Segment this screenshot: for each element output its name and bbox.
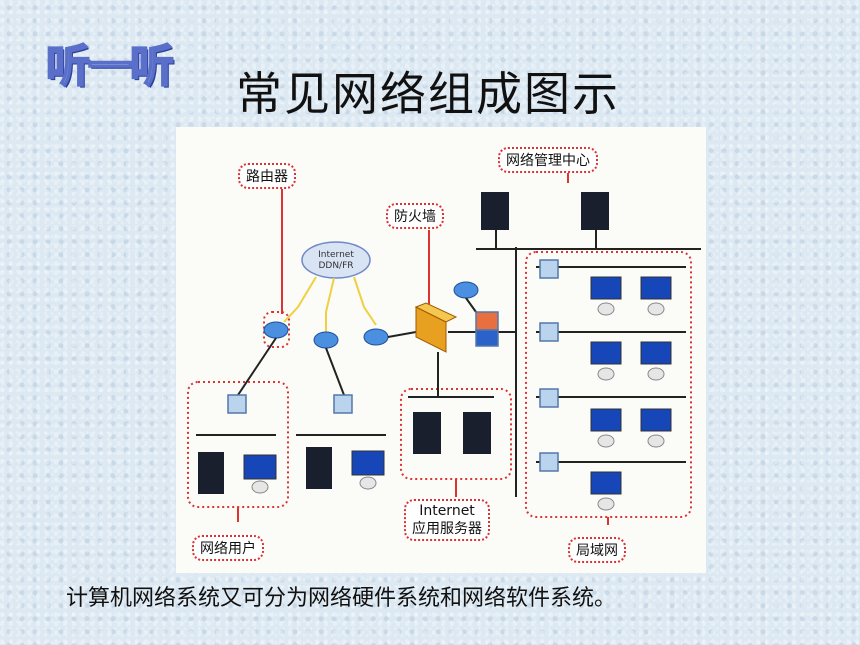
lan-label: 局域网 <box>568 537 626 563</box>
firewall-label: 防火墙 <box>386 203 444 229</box>
diagram-canvas <box>187 173 701 525</box>
slide-title: 常见网络组成图示 <box>236 67 620 121</box>
mgmt-center-label: 网络管理中心 <box>498 147 598 173</box>
cloud-label: Internet DDN/FR <box>318 250 354 271</box>
internet-cloud <box>301 241 371 279</box>
switch-icon <box>227 259 559 472</box>
network-diagram: Internet DDN/FR 路由器 防火墙 网络管理中心 网络用户 Inte… <box>176 127 706 573</box>
firewall-icon <box>414 302 458 353</box>
network-users-label: 网络用户 <box>192 535 264 561</box>
router-label: 路由器 <box>238 163 296 189</box>
router-box <box>263 311 290 348</box>
caption-text: 计算机网络系统又可分为网络硬件系统和网络软件系统。 <box>66 586 617 611</box>
monitor-icon <box>243 276 672 495</box>
server-icon <box>198 192 609 494</box>
app-server-label: Internet 应用服务器 <box>404 499 490 541</box>
router-icon <box>263 281 479 349</box>
listen-badge: 听一听 <box>45 40 175 93</box>
